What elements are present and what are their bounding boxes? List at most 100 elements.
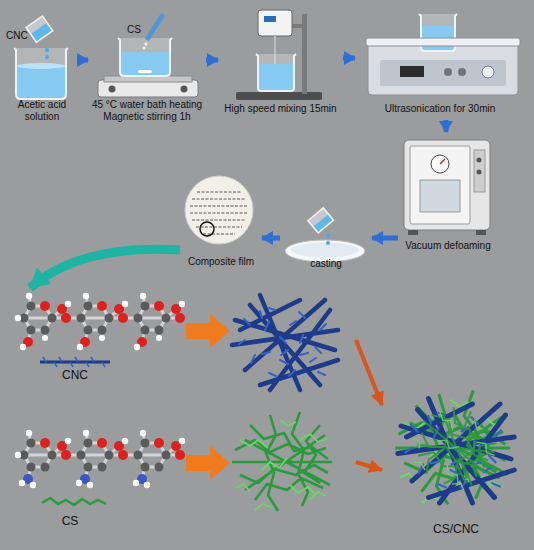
stirrer-illustration bbox=[138, 70, 152, 73]
oven-illustration bbox=[477, 170, 482, 175]
step-caption: casting bbox=[280, 258, 372, 270]
flow-arrow bbox=[356, 340, 382, 405]
flow-arrow bbox=[78, 58, 88, 63]
cnc-molecule bbox=[61, 313, 71, 323]
composite-network bbox=[398, 399, 515, 504]
cs-molecule bbox=[61, 450, 71, 460]
step-caption: Acetic acid solution bbox=[7, 99, 77, 123]
stirrer-illustration bbox=[109, 86, 116, 93]
oven-illustration bbox=[420, 180, 460, 212]
beaker-illustration bbox=[14, 48, 68, 99]
stirrer-illustration bbox=[98, 16, 198, 97]
mixer-illustration bbox=[264, 16, 276, 22]
step-caption: 45 °C water bath heating Magnetic stirri… bbox=[88, 99, 206, 123]
beaker-illustration bbox=[26, 16, 53, 42]
flow-arrow bbox=[444, 120, 449, 132]
oven-illustration bbox=[431, 155, 449, 173]
cnc-molecule bbox=[20, 317, 180, 320]
beaker-illustration bbox=[45, 55, 49, 59]
oven-illustration bbox=[476, 230, 486, 235]
cs-network bbox=[232, 412, 332, 511]
process-step: Ultrasonication for 30min bbox=[355, 5, 525, 120]
stirrer-illustration bbox=[143, 47, 146, 50]
process-step: 45 °C water bath heating Magnetic stirri… bbox=[88, 8, 206, 133]
film-illustration bbox=[185, 176, 253, 244]
ultrasonic-illustration bbox=[444, 68, 452, 76]
process-step: casting bbox=[280, 212, 372, 272]
material-node: CS bbox=[4, 400, 356, 536]
step-caption: CS/CNC bbox=[406, 522, 506, 536]
cs-molecule bbox=[15, 452, 21, 458]
cs-molecule bbox=[42, 498, 106, 505]
cnc-molecule bbox=[134, 293, 186, 350]
step-caption: Vacuum defoaming bbox=[398, 240, 498, 252]
petri-dish-illustration bbox=[308, 208, 334, 233]
mixer-illustration bbox=[236, 92, 322, 100]
stirrer-illustration bbox=[98, 80, 198, 97]
oven-illustration bbox=[404, 140, 490, 235]
beaker-illustration bbox=[31, 23, 51, 41]
cnc-molecule bbox=[40, 361, 110, 364]
petri-dish-illustration bbox=[314, 215, 332, 232]
material-label: CNC bbox=[6, 30, 28, 41]
petri-dish-illustration bbox=[285, 208, 365, 262]
step-caption: CS bbox=[45, 514, 95, 528]
ultrasonic-illustration bbox=[380, 60, 506, 86]
stirrer-illustration bbox=[148, 16, 162, 38]
cnc-molecule bbox=[20, 293, 72, 350]
cs-molecule bbox=[15, 430, 185, 505]
step-caption: CNC bbox=[50, 368, 100, 382]
material-label: CS bbox=[127, 24, 141, 35]
material-node: CNC bbox=[4, 288, 356, 390]
cnc-network bbox=[232, 295, 338, 390]
oven-illustration bbox=[404, 140, 490, 230]
oven-illustration bbox=[440, 159, 445, 164]
oven-illustration bbox=[408, 230, 418, 235]
cnc-molecule bbox=[175, 313, 185, 323]
process-step: Composite film bbox=[180, 170, 262, 275]
process-step: Vacuum defoaming bbox=[398, 132, 498, 262]
process-step: High speed mixing 15min bbox=[218, 5, 343, 120]
ultrasonic-illustration bbox=[366, 14, 520, 95]
cs-molecule bbox=[118, 450, 128, 460]
petri-dish-illustration bbox=[326, 234, 330, 238]
beaker-illustration bbox=[26, 16, 53, 42]
stirrer-illustration bbox=[118, 38, 172, 76]
cs-molecule bbox=[19, 430, 71, 488]
oven-illustration bbox=[410, 146, 470, 224]
ultrasonic-illustration bbox=[366, 38, 520, 46]
beaker-illustration bbox=[45, 48, 49, 52]
composite-network bbox=[398, 390, 510, 502]
oven-illustration bbox=[477, 158, 482, 163]
flow-arrow bbox=[30, 249, 180, 288]
beaker-illustration bbox=[14, 16, 68, 99]
cnc-molecule bbox=[77, 293, 129, 350]
step-caption: High speed mixing 15min bbox=[218, 103, 343, 115]
cnc-molecule bbox=[43, 357, 105, 367]
orange-arrow bbox=[186, 446, 230, 480]
cs-molecule bbox=[175, 450, 185, 460]
step-caption: Ultrasonication for 30min bbox=[360, 103, 520, 115]
stirrer-illustration bbox=[145, 43, 148, 46]
cs-molecule bbox=[20, 454, 180, 457]
film-illustration bbox=[200, 222, 214, 236]
film-illustration bbox=[190, 192, 248, 234]
ultrasonic-illustration bbox=[400, 66, 424, 77]
cs-molecule bbox=[76, 430, 128, 488]
orange-arrow bbox=[186, 314, 230, 348]
mixer-illustration bbox=[256, 54, 296, 91]
petri-dish-illustration bbox=[326, 241, 330, 245]
stirrer-illustration bbox=[181, 86, 188, 93]
ultrasonic-illustration bbox=[458, 68, 466, 76]
flow-arrow bbox=[343, 56, 355, 61]
composite-node: CS/CNC bbox=[382, 372, 530, 547]
petri-dish-illustration bbox=[291, 243, 359, 258]
flow-arrow bbox=[372, 236, 398, 241]
film-illustration bbox=[185, 176, 253, 244]
petri-dish-illustration bbox=[308, 208, 334, 233]
flow-arrow bbox=[262, 236, 280, 241]
cnc-molecule bbox=[15, 293, 185, 367]
mixer-illustration bbox=[258, 10, 292, 36]
oven-illustration bbox=[474, 150, 485, 192]
